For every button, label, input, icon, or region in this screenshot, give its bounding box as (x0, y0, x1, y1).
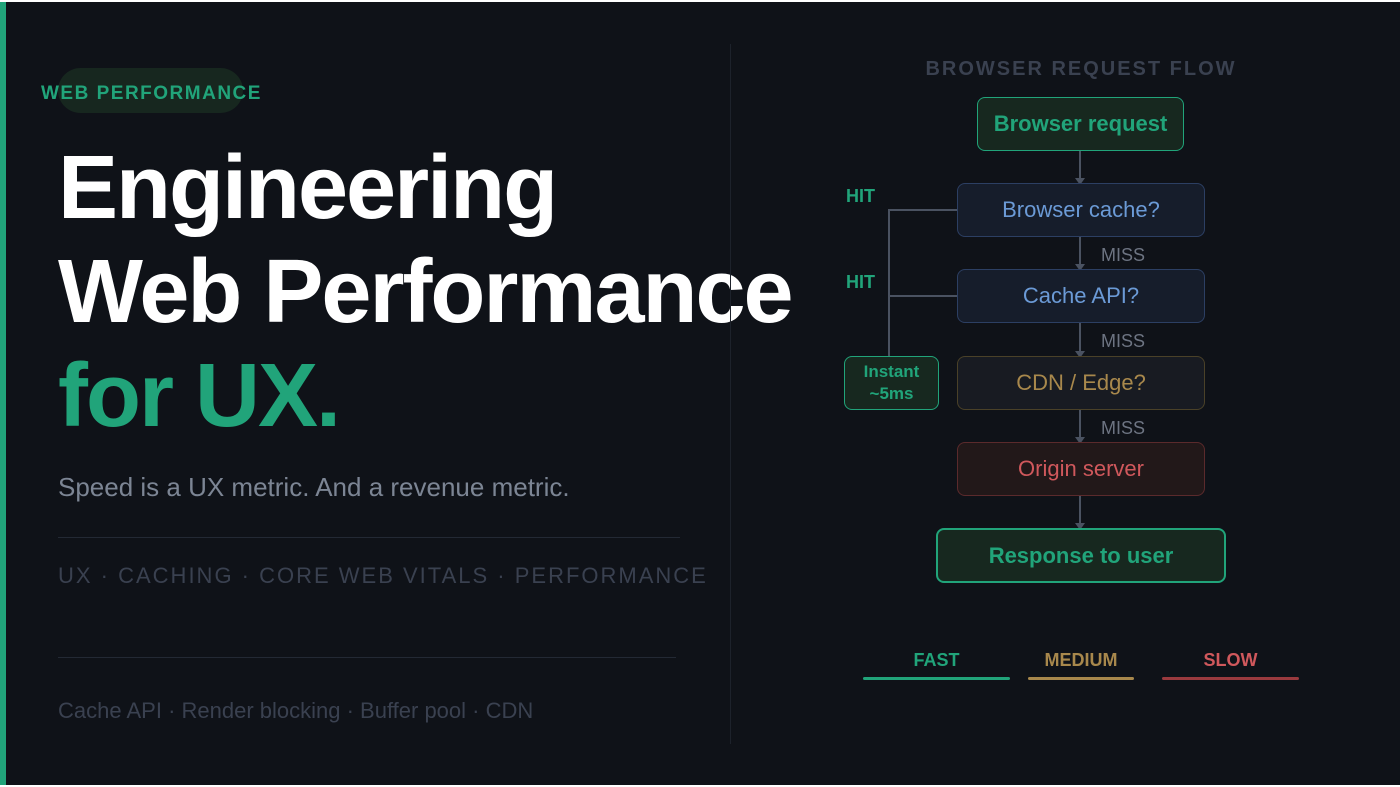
legend-slow-line (1162, 677, 1299, 680)
eyebrow-pill (58, 68, 243, 113)
divider-rule (58, 657, 676, 658)
topic-tags: UX · CACHING · CORE WEB VITALS · PERFORM… (58, 563, 708, 588)
instant-time: ~5ms (869, 384, 914, 403)
miss-label: MISS (1101, 331, 1146, 351)
legend-slow: SLOW (1162, 650, 1299, 680)
accent-bar (0, 2, 6, 785)
arrowhead (1075, 351, 1085, 358)
node-instant: Instant ~5ms (844, 356, 939, 410)
subtitle: Speed is a UX metric. And a revenue metr… (58, 472, 570, 502)
hit-label: HIT (846, 272, 875, 292)
title-line-2: Web Performance (58, 242, 794, 342)
legend-fast-label: FAST (913, 650, 960, 670)
hit-connector (888, 209, 957, 356)
miss-label: MISS (1101, 418, 1146, 438)
legend-medium-line (1028, 677, 1134, 680)
legend-medium-label: MEDIUM (1044, 650, 1118, 670)
miss-label: MISS (1101, 245, 1146, 265)
legend-medium: MEDIUM (1028, 650, 1134, 680)
node-cache-api: Cache API? (957, 269, 1205, 323)
divider-rule (58, 537, 680, 538)
node-browser-request: Browser request (977, 97, 1184, 151)
flow-heading: BROWSER REQUEST FLOW (925, 58, 1237, 80)
arrowhead (1075, 523, 1085, 530)
legend-fast-line (863, 677, 1010, 680)
arrowhead (1075, 178, 1085, 185)
hit-label: HIT (846, 186, 875, 206)
title-line-3: for UX. (58, 346, 341, 446)
arrowhead (1075, 264, 1085, 271)
arrowhead (1075, 437, 1085, 444)
node-response: Response to user (936, 528, 1226, 583)
title-line-1: Engineering (58, 138, 558, 238)
instant-label: Instant (863, 362, 920, 381)
eyebrow-text: WEB PERFORMANCE (41, 83, 262, 104)
legend-fast: FAST (863, 650, 1010, 680)
column-divider (730, 44, 731, 744)
footer-tags: Cache API · Render blocking · Buffer poo… (58, 698, 534, 723)
node-origin-server: Origin server (957, 442, 1205, 496)
legend-slow-label: SLOW (1203, 650, 1258, 670)
node-browser-cache: Browser cache? (957, 183, 1205, 237)
node-cdn-edge: CDN / Edge? (957, 356, 1205, 410)
